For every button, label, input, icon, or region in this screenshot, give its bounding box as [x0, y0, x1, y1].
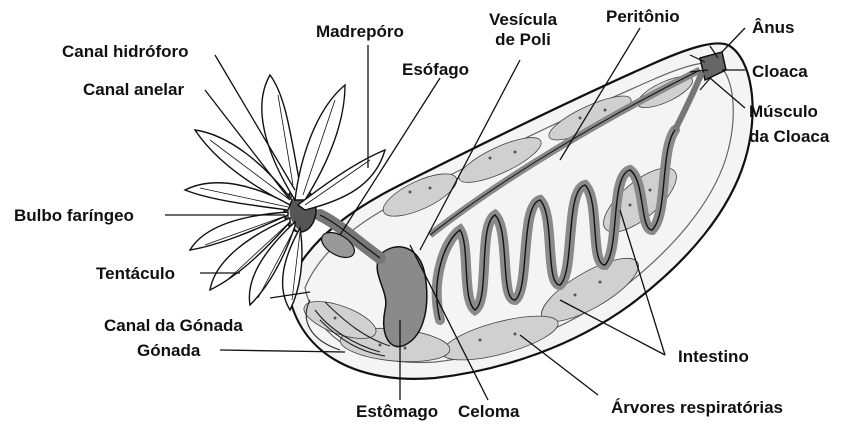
- label-intestino: Intestino: [678, 347, 749, 367]
- label-tentaculo: Tentáculo: [96, 264, 175, 284]
- label-celoma: Celoma: [458, 402, 519, 422]
- label-madreporo: Madrepóro: [316, 22, 404, 42]
- label-arvores-respiratorias: Árvores respiratórias: [611, 398, 783, 418]
- label-vesicula-poli-1: Vesícula: [483, 10, 563, 30]
- label-canal-gonada: Canal da Gónada: [104, 316, 243, 336]
- label-musculo-cloaca-1: Músculo: [749, 102, 818, 122]
- label-bulbo-faringeo: Bulbo faríngeo: [14, 206, 134, 226]
- label-musculo-cloaca-2: da Cloaca: [749, 127, 829, 147]
- label-canal-anelar: Canal anelar: [83, 80, 184, 100]
- label-canal-hidroforo: Canal hidróforo: [62, 42, 189, 62]
- label-cloaca: Cloaca: [752, 62, 808, 82]
- label-estomago: Estômago: [356, 402, 438, 422]
- label-gonada: Gónada: [137, 341, 200, 361]
- label-anus: Ânus: [752, 18, 795, 38]
- label-esofago: Esófago: [402, 60, 469, 80]
- label-peritonio: Peritônio: [606, 7, 680, 27]
- label-vesicula-poli-2: de Poli: [483, 30, 563, 50]
